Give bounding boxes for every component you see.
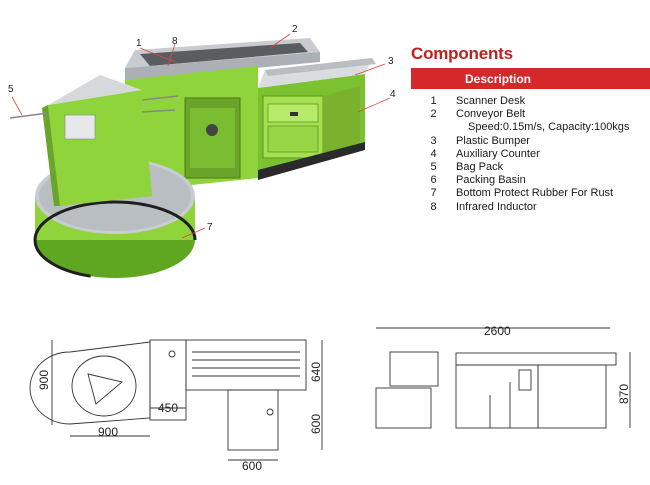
technical-drawings: 900 640 450 600 900 600 2600 870 <box>29 324 631 473</box>
header-description: Description <box>465 71 532 86</box>
auxiliary-counter <box>258 58 376 180</box>
scanner-desk <box>125 38 320 192</box>
component-number: 3 <box>430 134 437 147</box>
callout-7: 7 <box>207 222 213 233</box>
elevation-view <box>375 327 631 429</box>
component-description: Packing Basin <box>456 174 526 187</box>
component-description: Infrared Inductor <box>456 200 537 213</box>
component-row: 4 Auxiliary Counter <box>411 148 650 161</box>
dim-450: 450 <box>158 401 178 415</box>
component-row: Speed:0.15m/s, Capacity:100kgs <box>411 121 650 134</box>
callout-5: 5 <box>8 84 14 95</box>
component-number: 7 <box>430 187 437 200</box>
component-row: 3 Plastic Bumper <box>411 135 650 148</box>
dim-640: 640 <box>309 362 323 382</box>
callout-lines <box>11 33 391 239</box>
callout-1: 1 <box>136 38 142 49</box>
table-header: Description <box>411 68 650 89</box>
component-description: Scanner Desk <box>456 95 526 107</box>
component-description: Conveyor Belt <box>456 108 526 121</box>
component-row: 1 Scanner Desk <box>411 95 650 108</box>
callout-4: 4 <box>390 89 396 100</box>
component-row: 5 Bag Pack <box>411 161 650 174</box>
component-number <box>411 121 456 134</box>
component-row: 7 Bottom Protect Rubber For Rust <box>411 187 650 200</box>
component-row: 2 Conveyor Belt <box>411 108 650 121</box>
bag-pack <box>9 75 179 206</box>
callout-2: 2 <box>292 24 298 35</box>
dim-900-horizontal: 900 <box>98 425 118 439</box>
dim-600-vertical: 600 <box>309 414 323 434</box>
component-number: 6 <box>430 174 437 187</box>
callout-8: 8 <box>172 36 178 47</box>
component-row: 8 Infrared Inductor <box>411 201 650 214</box>
dim-900-vertical: 900 <box>37 370 51 390</box>
component-description: Plastic Bumper <box>456 134 530 147</box>
component-description: Speed:0.15m/s, Capacity:100kgs <box>468 121 630 134</box>
component-number: 1 <box>430 95 437 107</box>
dim-870: 870 <box>617 384 631 404</box>
component-number: 5 <box>430 161 437 174</box>
component-description: Auxiliary Counter <box>456 147 540 160</box>
component-number: 8 <box>430 200 437 213</box>
component-row: 6 Packing Basin <box>411 174 650 187</box>
component-number: 2 <box>430 108 437 121</box>
component-description: Bag Pack <box>456 161 504 174</box>
callout-3: 3 <box>388 56 394 67</box>
dim-2600: 2600 <box>484 324 511 338</box>
dim-600-horizontal: 600 <box>242 459 262 473</box>
component-description: Bottom Protect Rubber For Rust <box>456 187 614 200</box>
components-title: Components <box>411 44 513 63</box>
plan-view <box>29 339 323 461</box>
component-number: 4 <box>430 147 437 160</box>
checkout-counter-photo: 1 8 2 3 4 5 7 <box>8 24 396 280</box>
